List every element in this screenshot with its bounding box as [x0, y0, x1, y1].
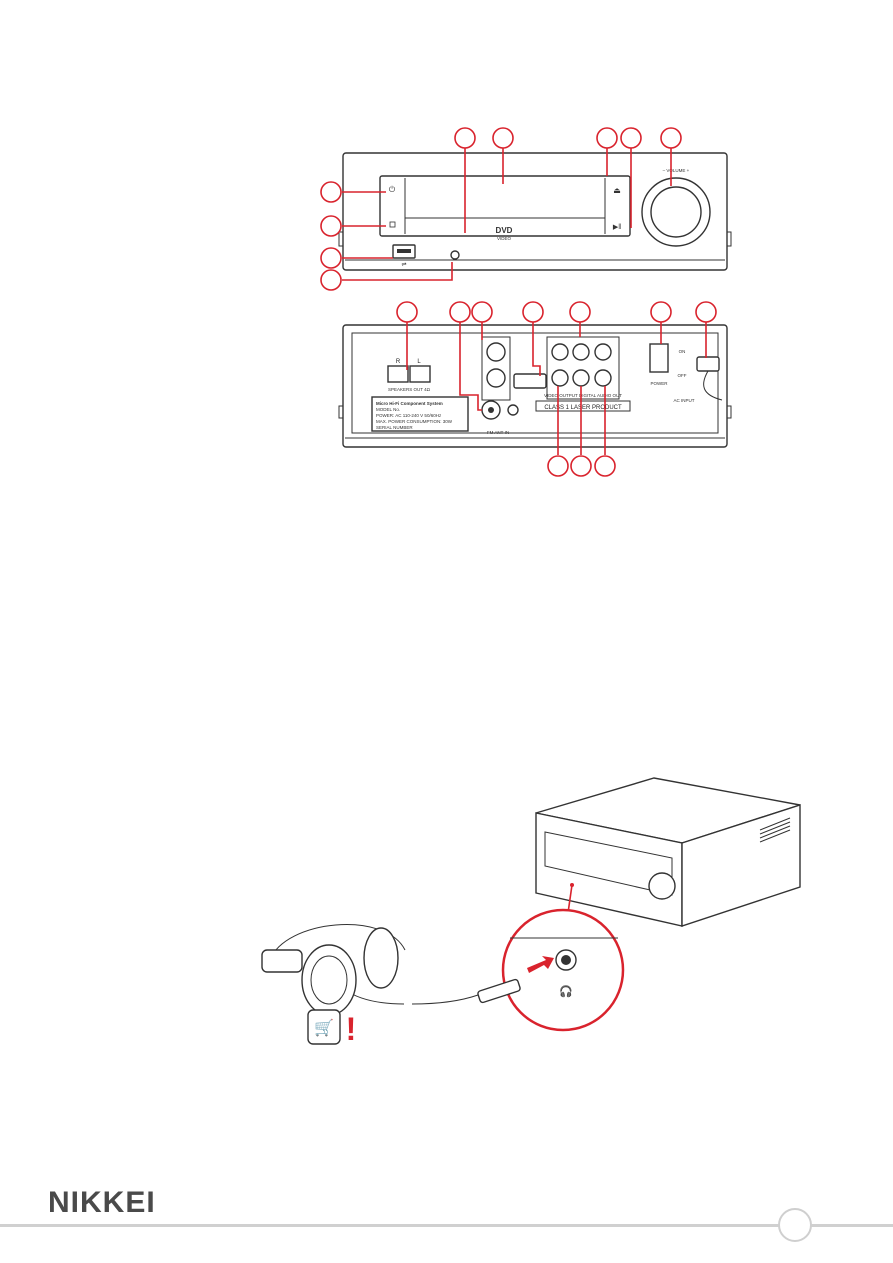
page-number-circle [778, 1208, 812, 1242]
cr-jack[interactable] [594, 343, 612, 361]
volume-label: – VOLUME + [663, 168, 690, 173]
nameplate-power: POWER: AC 110-240 V 50/60Hz [376, 413, 442, 418]
nameplate-title: Micro Hi-Fi Component System [376, 401, 443, 406]
cb-jack[interactable] [572, 343, 590, 361]
volume-knob-3d [648, 872, 676, 900]
brand-logo: NIKKEI [48, 1186, 156, 1219]
video-jack[interactable] [572, 369, 590, 387]
dvd-logo-sub: VIDEO [497, 236, 512, 241]
nameplate [371, 396, 469, 432]
ac-input-label: AC INPUT [673, 398, 694, 403]
on-label: ON [679, 349, 686, 354]
rear-callouts [396, 301, 717, 477]
aux-in-r[interactable] [486, 342, 506, 362]
cart-icon: 🛒 [314, 1018, 334, 1037]
coaxial-jack[interactable] [551, 369, 569, 387]
front-panel: ⏻ ⏏ ▶‖ DVD VIDEO – VOLUME + ⇌ [338, 152, 732, 271]
speaker-r-label: R [396, 359, 401, 365]
aux-in-l[interactable] [486, 368, 506, 388]
usb-icon: ⇌ [401, 261, 406, 268]
headphone-jack[interactable] [450, 250, 460, 260]
laser-label: CLASS 1 LASER PRODUCT [544, 405, 622, 411]
power-label: POWER [650, 381, 668, 386]
standby-icon[interactable]: ⏻ [389, 185, 396, 194]
footer-rule [0, 1224, 893, 1227]
stop-icon[interactable] [389, 221, 396, 228]
headphone-illustration: 🎧 🛒 ! [261, 777, 801, 1047]
headphone-jack-icon: 🎧 [559, 985, 573, 998]
speaker-label: SPEAKERS OUT 4Ω [388, 387, 431, 392]
ac-inlet[interactable] [696, 356, 720, 372]
rear-panel: R L SPEAKERS OUT 4Ω Micro Hi-Fi Componen… [338, 324, 732, 448]
off-label: OFF [678, 373, 687, 378]
volume-knob[interactable] [650, 186, 702, 238]
power-switch[interactable] [649, 343, 669, 373]
stereo-jack[interactable] [594, 369, 612, 387]
nameplate-serial: SERIAL NUMBER [376, 425, 413, 430]
speaker-terminal-l[interactable] [409, 365, 431, 383]
front-callouts [320, 127, 682, 291]
y-jack[interactable] [551, 343, 569, 361]
speaker-terminal-r[interactable] [387, 365, 409, 383]
exclamation-icon: ! [346, 1011, 357, 1047]
antenna-label: FM ANT IN [487, 430, 509, 435]
eject-icon[interactable]: ⏏ [613, 186, 621, 195]
dvd-logo: DVD [496, 226, 513, 235]
nameplate-consumption: MAX. POWER CONSUMPTION: 30W [376, 419, 453, 424]
nameplate-model: MODEL No. [376, 407, 400, 412]
play-pause-icon[interactable]: ▶‖ [613, 224, 621, 231]
speaker-l-label: L [417, 359, 421, 365]
hdmi-port[interactable] [513, 373, 547, 389]
output-label: VIDEO OUTPUT DIGITAL AUDIO OUT [544, 393, 622, 398]
